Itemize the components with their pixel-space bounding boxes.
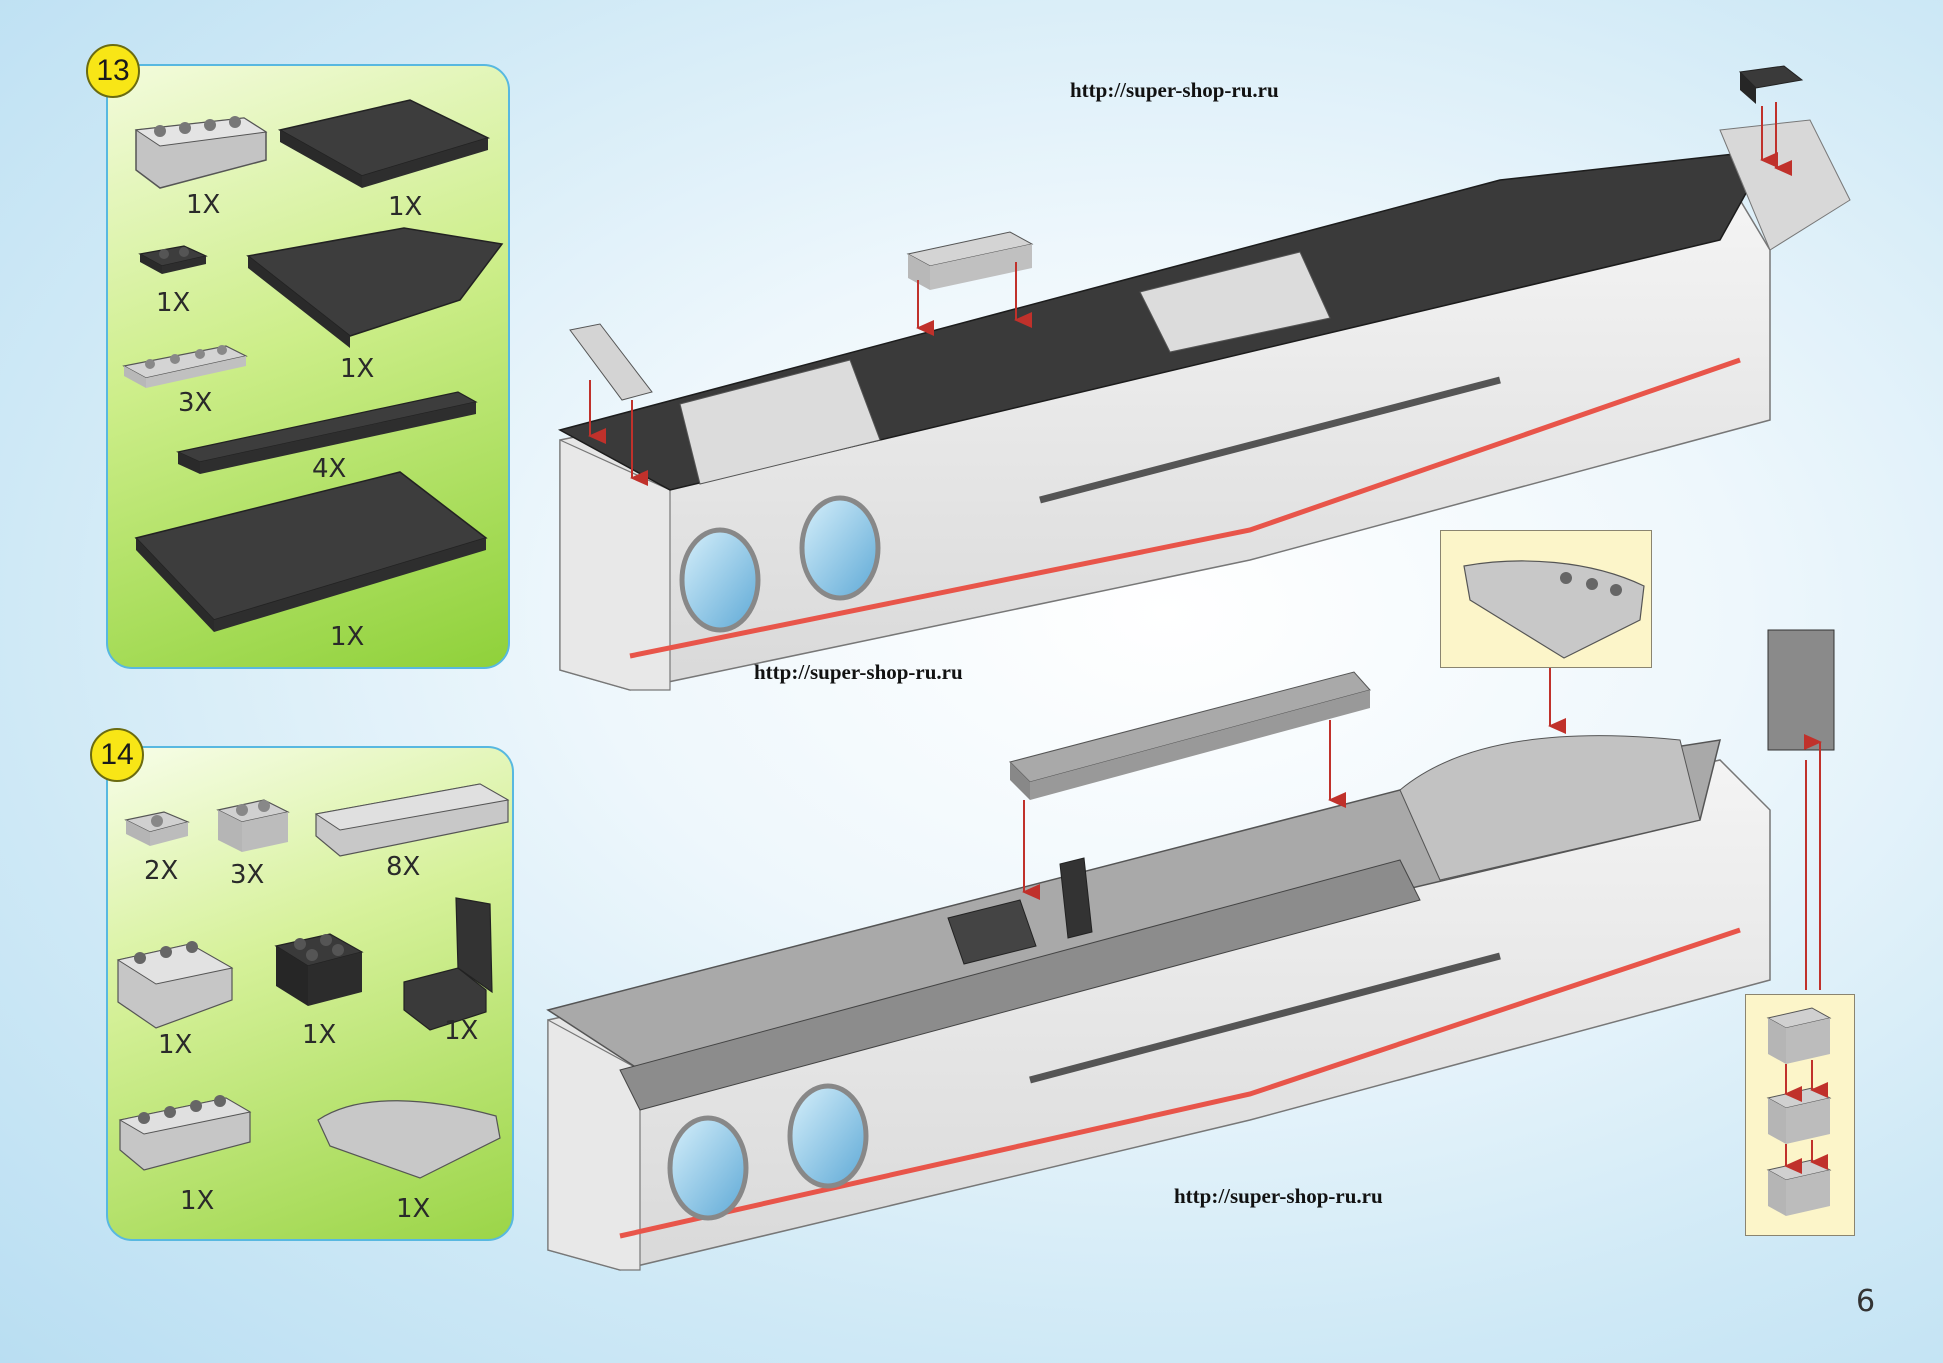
qty-step13-slope: 1X — [186, 190, 221, 220]
qty-step14-black-brick: 1X — [302, 1020, 337, 1050]
qty-step13-plate-large: 1X — [388, 192, 423, 222]
qty-step14-curved-wedge: 1X — [396, 1194, 431, 1224]
qty-step14-slope-1x4: 1X — [180, 1186, 215, 1216]
step-13-parts — [122, 99, 504, 632]
part-black-plate-large — [277, 99, 491, 188]
part-gray-jumper-plate — [124, 811, 190, 846]
qty-step14-jumper: 2X — [144, 856, 179, 886]
part-black-wedge — [246, 227, 504, 348]
part-gray-slope-1x4 — [118, 1095, 252, 1171]
step-13-number: 13 — [96, 54, 130, 87]
part-black-plate-small — [138, 245, 208, 274]
step-13-badge: 13 — [86, 44, 140, 98]
part-gray-curved-wedge — [317, 1100, 501, 1179]
part-gray-slope-2x3 — [116, 941, 234, 1029]
qty-step14-seat: 1X — [444, 1016, 479, 1046]
qty-step14-slope-2x3: 1X — [158, 1030, 193, 1060]
qty-step14-brick: 3X — [230, 860, 265, 890]
step-14-badge: 14 — [90, 728, 144, 782]
part-black-plate-huge — [134, 471, 488, 632]
step-14-parts — [116, 783, 510, 1179]
page-number: 6 — [1856, 1284, 1876, 1319]
qty-step13-plate-gray: 3X — [178, 388, 213, 418]
model-step-14 — [546, 629, 1835, 1271]
qty-step13-plate-long: 4X — [312, 454, 347, 484]
part-light-gray-plate — [122, 345, 248, 388]
qty-step13-plate-small: 1X — [156, 288, 191, 318]
qty-step13-plate-huge: 1X — [330, 622, 365, 652]
part-light-gray-slope — [134, 116, 268, 189]
part-black-seat — [403, 897, 493, 1031]
part-black-brick-2x2 — [274, 933, 364, 1006]
callout-brick-stack-art — [1766, 1007, 1832, 1216]
part-gray-slope-long — [314, 783, 510, 857]
qty-step14-slope-long: 8X — [386, 852, 421, 882]
watermark-url-bottom: http://super-shop-ru.ru — [1174, 1184, 1383, 1208]
step-14-number: 14 — [100, 738, 134, 771]
qty-step13-wedge: 1X — [340, 354, 375, 384]
callout-curved-wedge-art — [1463, 560, 1645, 659]
model-step-13 — [557, 65, 1851, 691]
part-black-plate-long — [176, 391, 478, 474]
watermark-url-top: http://super-shop-ru.ru — [1070, 78, 1279, 102]
watermark-url-middle: http://super-shop-ru.ru — [754, 660, 963, 684]
part-gray-brick-1x2 — [216, 799, 290, 852]
